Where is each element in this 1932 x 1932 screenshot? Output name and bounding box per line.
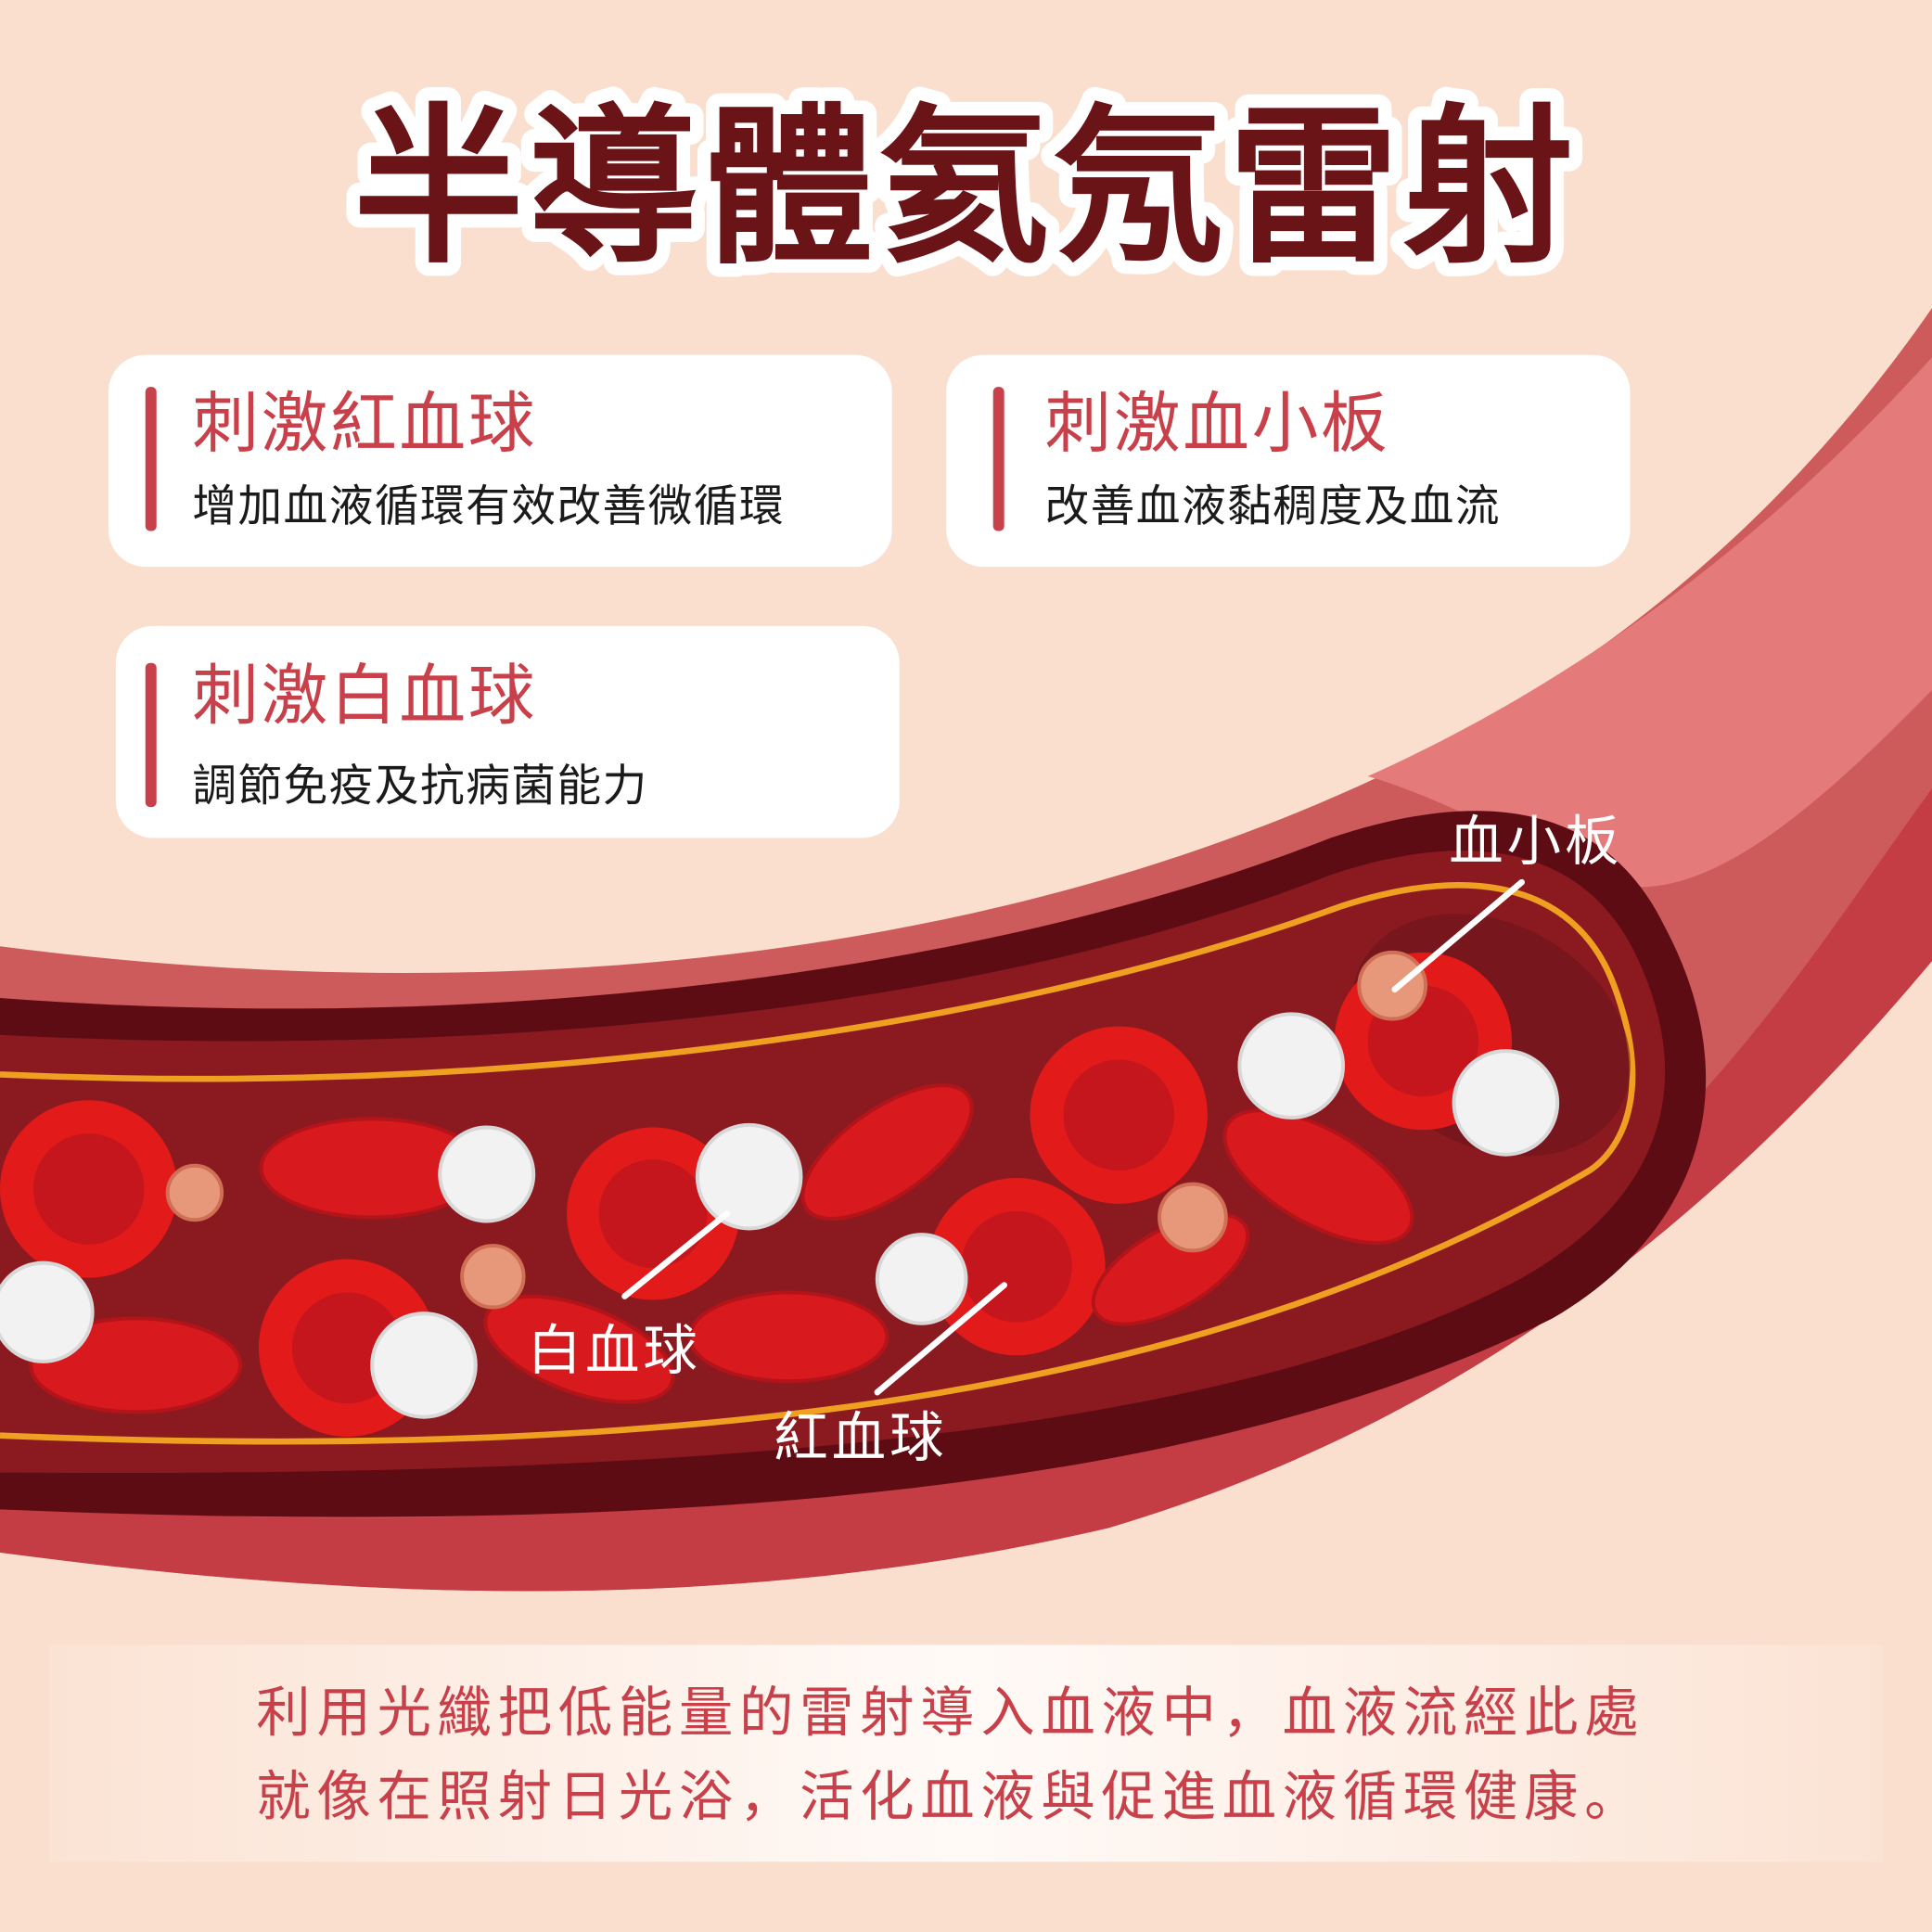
card-text: 改善血液黏稠度及血流 xyxy=(1045,481,1501,532)
accent-bar xyxy=(145,387,157,531)
white-blood-cell xyxy=(1237,1012,1345,1120)
red-cell-center xyxy=(1063,1059,1175,1171)
platelet xyxy=(165,1163,224,1222)
red-blood-cell-side xyxy=(800,1083,974,1221)
footer-line-2: 就像在照射日光浴，活化血液與促進血液循環健康。 xyxy=(256,1765,1644,1828)
card-heading: 刺激血小板 xyxy=(1045,384,1390,462)
page-title: 半導體氦氖雷射 xyxy=(353,90,1578,288)
card-heading: 刺激白血球 xyxy=(192,656,537,734)
white-cell-pointer-line xyxy=(621,1210,731,1299)
platelet xyxy=(1158,1182,1228,1253)
card-white-cells: 刺激白血球 調節免疫及抗病菌能力 xyxy=(115,625,900,838)
red-blood-cell-side xyxy=(1222,1108,1414,1246)
card-heading: 刺激紅血球 xyxy=(192,384,537,462)
card-red-cells: 刺激紅血球 增加血液循環有效改善微循環 xyxy=(108,354,892,568)
platelet-label: 血小板 xyxy=(1449,810,1622,873)
platelet xyxy=(460,1244,526,1310)
red-cell-label: 紅血球 xyxy=(774,1406,947,1469)
accent-bar xyxy=(992,387,1004,531)
card-platelets: 刺激血小板 改善血液黏稠度及血流 xyxy=(946,354,1631,568)
card-text: 增加血液循環有效改善微循環 xyxy=(192,481,785,532)
red-blood-cell-side xyxy=(687,1290,889,1384)
blood-vessel-illustration: 血小板 白血球 紅血球 xyxy=(0,308,1932,1592)
white-blood-cell xyxy=(695,1122,803,1231)
red-cell-pointer-line xyxy=(874,1282,1008,1396)
white-blood-cell xyxy=(1452,1049,1560,1157)
vessel-orange-line xyxy=(0,882,1636,1445)
white-blood-cell xyxy=(0,1260,95,1363)
card-text: 調節免疫及抗病菌能力 xyxy=(192,761,647,812)
footer-description: 利用光纖把低能量的雷射導入血液中，血液流經此處 就像在照射日光浴，活化血液與促進… xyxy=(49,1644,1883,1862)
red-blood-cell-side xyxy=(483,1294,675,1404)
platelet xyxy=(1357,950,1428,1021)
footer-line-1: 利用光纖把低能量的雷射導入血液中，血液流經此處 xyxy=(256,1681,1644,1744)
accent-bar xyxy=(145,662,157,808)
red-cell-center xyxy=(598,1159,708,1268)
platelet-pointer-line xyxy=(1391,878,1525,993)
vessel-opening-light xyxy=(1367,357,1932,888)
white-blood-cell xyxy=(438,1125,536,1223)
white-blood-cell xyxy=(370,1311,478,1419)
white-blood-cell xyxy=(875,1233,968,1325)
white-cell-label: 白血球 xyxy=(528,1319,701,1382)
red-cell-center xyxy=(32,1133,145,1245)
